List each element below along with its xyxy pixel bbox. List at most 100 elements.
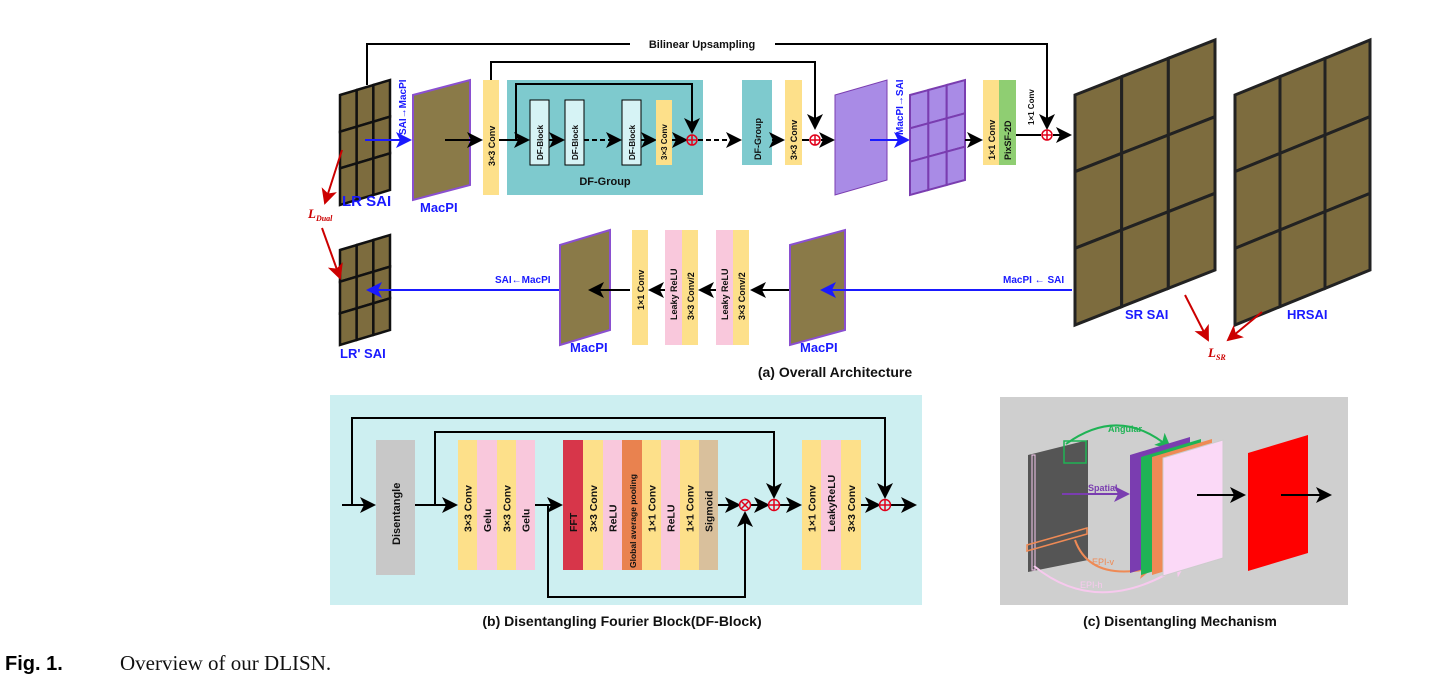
layer-label: ReLU: [608, 505, 620, 532]
global-skip-line: [490, 61, 823, 130]
layer-fft: [563, 440, 583, 570]
layer-1-1-conv: [680, 440, 699, 570]
conv3-half-2: [733, 230, 749, 345]
sai-view: [927, 83, 948, 125]
df-group-label: DF-Group: [579, 176, 631, 188]
sai-view: [1120, 209, 1170, 309]
df-group-conv3: [656, 100, 672, 165]
sai-view: [1073, 227, 1124, 328]
epi-h-label: EPI-h: [1080, 580, 1103, 590]
sr-sai-label: SR SAI: [1125, 307, 1168, 322]
epi-v-label: EPI-v: [1092, 557, 1115, 567]
macpi-label-2: MacPI: [570, 340, 608, 355]
layer-3-3-conv: [497, 440, 516, 570]
layer-label: Global average pooling: [628, 474, 638, 568]
layer-gelu: [477, 440, 497, 570]
sai-view: [1278, 209, 1327, 309]
layer-global-average-pooling: [622, 440, 642, 570]
fused-feature: [1248, 435, 1308, 571]
svg-text:3×3 Conv/2: 3×3 Conv/2: [686, 272, 696, 320]
sai-view: [945, 78, 966, 120]
bilinear-label: Bilinear Upsampling: [649, 39, 755, 51]
svg-text:1×1 Conv: 1×1 Conv: [987, 120, 997, 160]
add-nodes: [686, 129, 1053, 146]
spatial-label: Spatial: [1088, 483, 1118, 493]
conv3-block-tail: [785, 80, 802, 165]
layer-label: 3×3 Conv: [846, 485, 858, 532]
angular-marker: [1063, 440, 1087, 464]
macpi-image-3: [789, 228, 846, 347]
layer-relu: [661, 440, 680, 570]
sai-view: [1166, 191, 1217, 291]
conv1-block: [983, 80, 999, 165]
layer-label: 3×3 Conv: [588, 485, 600, 532]
sai-from-macpi-label: SAI←MacPI: [495, 275, 551, 286]
macpi-to-sai-label: MacPI→SAI: [895, 79, 906, 135]
svg-text:1×1 Conv: 1×1 Conv: [636, 270, 646, 310]
sai-view: [1323, 191, 1372, 291]
l-sr-label: LSR: [1207, 345, 1226, 362]
layer-gelu: [516, 440, 535, 570]
macpi-from-sai-label: MacPI ← SAI: [1003, 275, 1064, 286]
macpi-label-1: MacPI: [420, 200, 458, 215]
disentangle-block: [376, 440, 415, 575]
svg-text:Leaky ReLU: Leaky ReLU: [720, 268, 730, 320]
figure-label: Fig. 1.: [5, 653, 63, 675]
layer-label: 1×1 Conv: [807, 485, 819, 532]
layer-label: FFT: [568, 512, 580, 532]
svg-text:Disentangle: Disentangle: [391, 483, 403, 545]
sai-view: [372, 78, 392, 124]
layer-1-1-conv: [642, 440, 661, 570]
sai-view: [372, 151, 392, 197]
macpi-label-3: MacPI: [800, 340, 838, 355]
hr-sai-grid: [1233, 37, 1372, 328]
svg-text:DF-Block: DF-Block: [571, 124, 580, 160]
df-block-ops: [738, 498, 892, 512]
df-group-block-n: [742, 80, 772, 165]
lr-sai-label: LR SAI: [342, 193, 391, 210]
leaky-relu-1: [665, 230, 682, 345]
svg-text:3×3 Conv: 3×3 Conv: [660, 124, 669, 160]
epi-v-marker: [1026, 527, 1088, 552]
sai-view: [338, 88, 358, 134]
sai-view: [909, 155, 930, 197]
svg-text:3×3 Conv: 3×3 Conv: [789, 120, 799, 160]
sai-to-macpi-label: SAI→MacPI: [398, 79, 409, 135]
layer-1-1-conv: [802, 440, 821, 570]
svg-text:Leaky ReLU: Leaky ReLU: [669, 268, 679, 320]
svg-text:3×3 Conv/2: 3×3 Conv/2: [737, 272, 747, 320]
l-dual-label: LDual: [307, 206, 333, 223]
lr-prime-sai-grid: [338, 233, 392, 347]
sai-view: [909, 88, 930, 130]
caption-c: (c) Disentangling Mechanism: [1083, 613, 1277, 629]
sr-sai-grid: [1073, 37, 1217, 328]
lr-sai-grid: [338, 78, 392, 207]
layer-label: Gelu: [521, 509, 533, 532]
layer-3-3-conv: [458, 440, 477, 570]
layer-label: 3×3 Conv: [463, 485, 475, 532]
caption-b: (b) Disentangling Fourier Block(DF-Block…: [482, 613, 761, 629]
svg-text:DF-Block: DF-Block: [536, 124, 545, 160]
macpi-image-2: [559, 228, 611, 347]
conv3-half-1: [682, 230, 698, 345]
layer-label: 1×1 Conv: [685, 485, 697, 532]
layer-label: Sigmoid: [704, 491, 716, 532]
layer-label: Gelu: [482, 509, 494, 532]
conv3-label: 3×3 Conv: [487, 126, 497, 166]
pixsf-block: [999, 80, 1016, 165]
feature-map-purple: [834, 79, 888, 196]
conv1-small-label: 1×1 Conv: [1027, 89, 1036, 125]
leaky-relu-2: [716, 230, 733, 345]
grayscale-lf-image: [1028, 440, 1088, 572]
svg-text:DF-Block: DF-Block: [628, 124, 637, 160]
sai-view: [1233, 227, 1282, 328]
layer-label: 1×1 Conv: [647, 485, 659, 532]
svg-text:PixSF-2D: PixSF-2D: [1003, 120, 1013, 160]
caption-a: (a) Overall Architecture: [758, 364, 913, 380]
sai-view: [927, 117, 948, 158]
sai-view: [338, 306, 358, 347]
layer-sigmoid: [699, 440, 718, 570]
layer-3-3-conv: [583, 440, 603, 570]
